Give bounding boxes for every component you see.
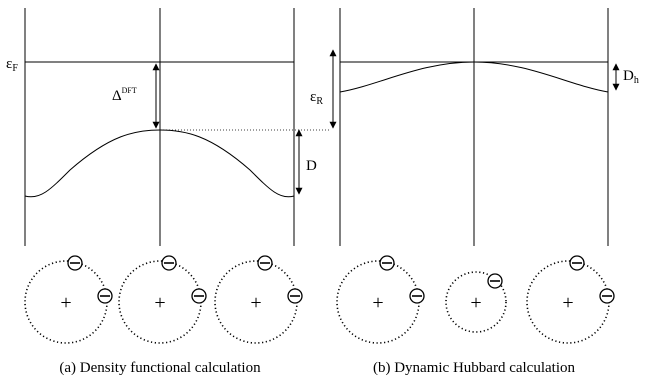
bandwidth-label: Dh — [623, 68, 639, 86]
atom: + — [336, 255, 425, 344]
r-level-label: εR — [310, 89, 323, 107]
electron-icon — [409, 288, 425, 304]
electron-icon — [257, 255, 273, 271]
bandwidth-label: D — [306, 158, 317, 174]
fermi-level-label: εF — [6, 56, 18, 74]
electron-icon — [569, 255, 585, 271]
electron-icon — [379, 255, 395, 271]
electron-icon — [161, 255, 177, 271]
electron-icon — [287, 288, 303, 304]
atom: + — [445, 271, 507, 333]
panel-a: εF ΔDFT D — [6, 8, 330, 246]
electron-icon — [191, 288, 207, 304]
atom: + — [118, 255, 207, 344]
panel-b: εR Dh — [310, 8, 639, 246]
caption-a: (a) Density functional calculation — [59, 360, 261, 376]
nucleus-plus-sign: + — [250, 292, 261, 314]
nucleus-plus-sign: + — [470, 292, 481, 314]
atom: + — [24, 255, 113, 344]
electron-orbit — [445, 271, 507, 333]
atom: + — [214, 255, 303, 344]
electron-icon — [67, 255, 83, 271]
atoms-row: + + + + + + — [24, 255, 615, 344]
electron-icon — [487, 273, 503, 289]
nucleus-plus-sign: + — [372, 292, 383, 314]
nucleus-plus-sign: + — [562, 292, 573, 314]
gap-label: ΔDFT — [112, 86, 137, 104]
atom: + — [526, 255, 615, 344]
electron-icon — [97, 288, 113, 304]
nucleus-plus-sign: + — [154, 292, 165, 314]
band-curve — [339, 61, 609, 93]
electron-icon — [599, 288, 615, 304]
nucleus-plus-sign: + — [60, 292, 71, 314]
caption-b: (b) Dynamic Hubbard calculation — [373, 360, 576, 376]
